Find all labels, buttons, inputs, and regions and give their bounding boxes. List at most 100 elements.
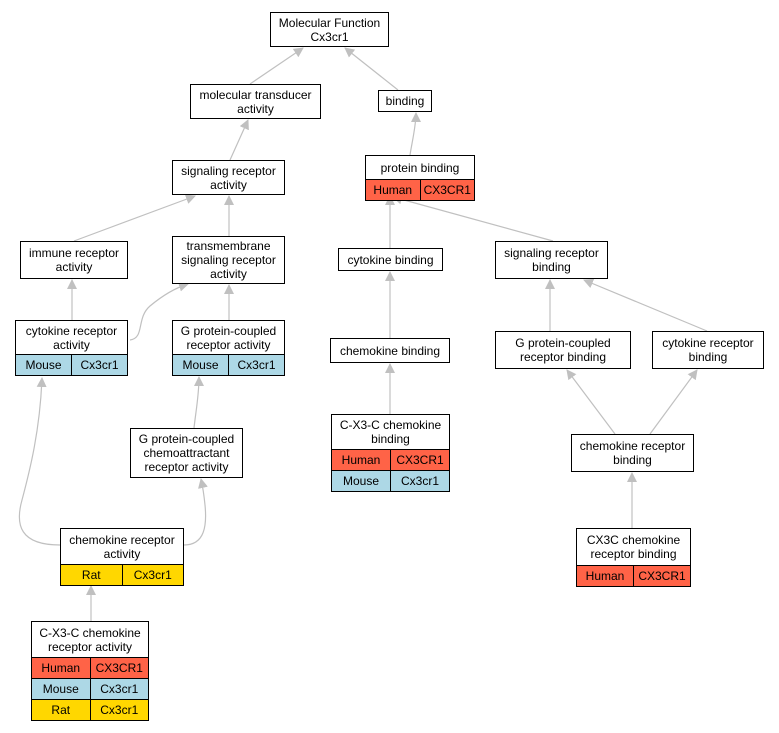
node-label-line-3: activity bbox=[210, 267, 247, 281]
gene-cell[interactable]: CX3CR1 bbox=[95, 661, 143, 675]
edge-transducer-root bbox=[249, 47, 304, 85]
gene-cell[interactable]: Cx3cr1 bbox=[237, 358, 276, 372]
node-label-line-2: binding bbox=[688, 350, 728, 364]
edge-cytrecbinding-sigrec bbox=[583, 278, 708, 332]
node-label-line-1: binding bbox=[385, 94, 425, 108]
node-label-line-1: chemokine receptor bbox=[579, 439, 686, 453]
node-label-line-1: CX3C chemokine bbox=[586, 533, 681, 547]
node-label-line-2: chemoattractant bbox=[143, 446, 230, 460]
node-label-line-2: activity bbox=[53, 337, 90, 352]
node-label-line-1: cytokine receptor bbox=[662, 336, 754, 350]
node-label-line-2: receptor binding bbox=[590, 547, 677, 561]
node-label-line-1: G protein-coupled bbox=[180, 323, 277, 338]
annotation-row: Human CX3CR1 bbox=[331, 450, 450, 471]
annotation-row: Human CX3CR1 bbox=[576, 566, 691, 587]
node-label-line-1: transmembrane bbox=[186, 239, 271, 253]
species-cell: Human bbox=[366, 180, 421, 200]
annotation-row: Mouse Cx3cr1 bbox=[31, 679, 149, 700]
species-cell: Human bbox=[332, 450, 391, 470]
annotation-row: Mouse Cx3cr1 bbox=[331, 471, 450, 492]
species-cell: Mouse bbox=[332, 471, 391, 491]
annotation-row: Mouse Cx3cr1 bbox=[172, 355, 285, 376]
annotation-row: Mouse Cx3cr1 bbox=[15, 355, 128, 376]
node-label: binding bbox=[378, 90, 432, 112]
species-cell: Rat bbox=[32, 700, 91, 720]
node-label-line-1: Molecular Function bbox=[278, 15, 381, 30]
gene-cell[interactable]: CX3CR1 bbox=[638, 569, 686, 583]
node-label-line-1: cytokine binding bbox=[347, 252, 434, 267]
node-label-line-2: activity bbox=[55, 260, 93, 274]
gene-cell[interactable]: Cx3cr1 bbox=[80, 358, 119, 372]
edge-chemorecbinding-gpcrbinding bbox=[566, 369, 616, 435]
species-cell: Mouse bbox=[16, 355, 72, 375]
gene-cell[interactable]: Cx3cr1 bbox=[133, 568, 172, 582]
species-cell: Human bbox=[32, 658, 91, 678]
species-cell: Human bbox=[577, 566, 634, 586]
node-label-line-2: activity bbox=[210, 177, 247, 192]
edge-chemorecbinding-cytrec bbox=[649, 369, 698, 435]
annotation-row: Rat Cx3cr1 bbox=[31, 700, 149, 721]
gene-cell[interactable]: CX3CR1 bbox=[423, 183, 471, 197]
node-label-line-2: receptor activity bbox=[47, 639, 133, 654]
node-chemokine-binding[interactable]: chemokine binding bbox=[330, 338, 450, 363]
species-cell: Mouse bbox=[173, 355, 229, 375]
node-label-line-2: signaling receptor bbox=[181, 253, 276, 267]
node-label-line-2: Cx3cr1 bbox=[310, 29, 349, 44]
gene-cell[interactable]: Cx3cr1 bbox=[100, 703, 139, 717]
node-label-line-1: C-X3-C chemokine bbox=[39, 625, 141, 640]
node-label-line-2: activity bbox=[237, 101, 274, 116]
node-label-line-1: G protein-coupled bbox=[515, 336, 611, 350]
edge-binding-root bbox=[344, 47, 399, 91]
node-label: chemokine binding bbox=[330, 338, 450, 363]
gene-cell[interactable]: Cx3cr1 bbox=[100, 682, 139, 696]
gene-cell[interactable]: CX3CR1 bbox=[396, 453, 444, 467]
node-label-line-3: receptor activity bbox=[144, 460, 229, 474]
species-cell: Mouse bbox=[32, 679, 91, 699]
node-label-line-1: cytokine receptor bbox=[25, 323, 118, 338]
node-label: cytokine binding bbox=[338, 248, 443, 271]
node-label-line-1: immune receptor bbox=[28, 246, 120, 260]
node-label-line-1: molecular transducer bbox=[199, 87, 312, 102]
edge-chemorecact-cytokinerec bbox=[18, 377, 61, 546]
edge-chemorecact-gpcrchemo bbox=[183, 478, 208, 546]
node-label-line-2: binding bbox=[532, 260, 571, 274]
edge-sigrecact-transducer bbox=[229, 119, 249, 161]
annotation-row: Human CX3CR1 bbox=[31, 658, 149, 679]
node-cytokine-binding[interactable]: cytokine binding bbox=[338, 248, 443, 271]
gene-cell[interactable]: Cx3cr1 bbox=[400, 474, 439, 488]
node-binding[interactable]: binding bbox=[378, 90, 432, 112]
node-label-line-1: chemokine receptor bbox=[69, 532, 175, 547]
